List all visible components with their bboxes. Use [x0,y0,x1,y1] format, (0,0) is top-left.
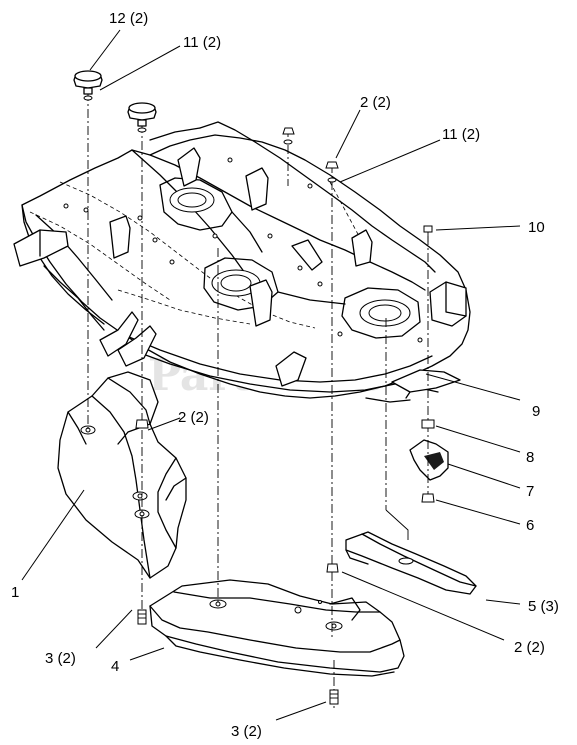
mower-deck-housing [13,121,471,403]
bolt-3-upper [137,609,147,625]
callout-4: 4 [111,658,119,675]
knob-12-left [73,70,103,95]
bolt-3-lower [329,689,339,705]
callout-2-middle: 2 (2) [178,409,209,426]
callout-6: 6 [526,517,534,534]
callout-8: 8 [526,449,534,466]
callout-11-right: 11 (2) [442,126,480,143]
center-lines [87,92,429,708]
leader-lines [21,29,521,721]
callout-7: 7 [526,483,534,500]
belt-guard-part-9 [391,369,461,399]
callout-3-lower: 3 (2) [231,723,262,740]
spacer-part-7 [409,439,449,481]
callout-5: 5 (3) [528,598,559,615]
callout-3-upper: 3 (2) [45,650,76,667]
callout-2-lower: 2 (2) [514,639,545,656]
baffle-part-1 [57,371,187,579]
callout-2-top: 2 (2) [360,94,391,111]
knob-12-right [127,102,157,127]
callout-1: 1 [11,584,19,601]
callout-12: 12 (2) [109,10,148,27]
blade-part-5 [345,531,477,595]
bolt-10 [423,225,433,242]
hardware [73,70,435,705]
callout-10: 10 [528,219,545,236]
callout-9: 9 [532,403,540,420]
discharge-guard-part-4 [149,579,405,677]
callout-11-left: 11 (2) [183,34,221,51]
callout-labels: 12 (2) 11 (2) 2 (2) 11 (2) 10 9 2 (2) 8 … [11,10,559,740]
